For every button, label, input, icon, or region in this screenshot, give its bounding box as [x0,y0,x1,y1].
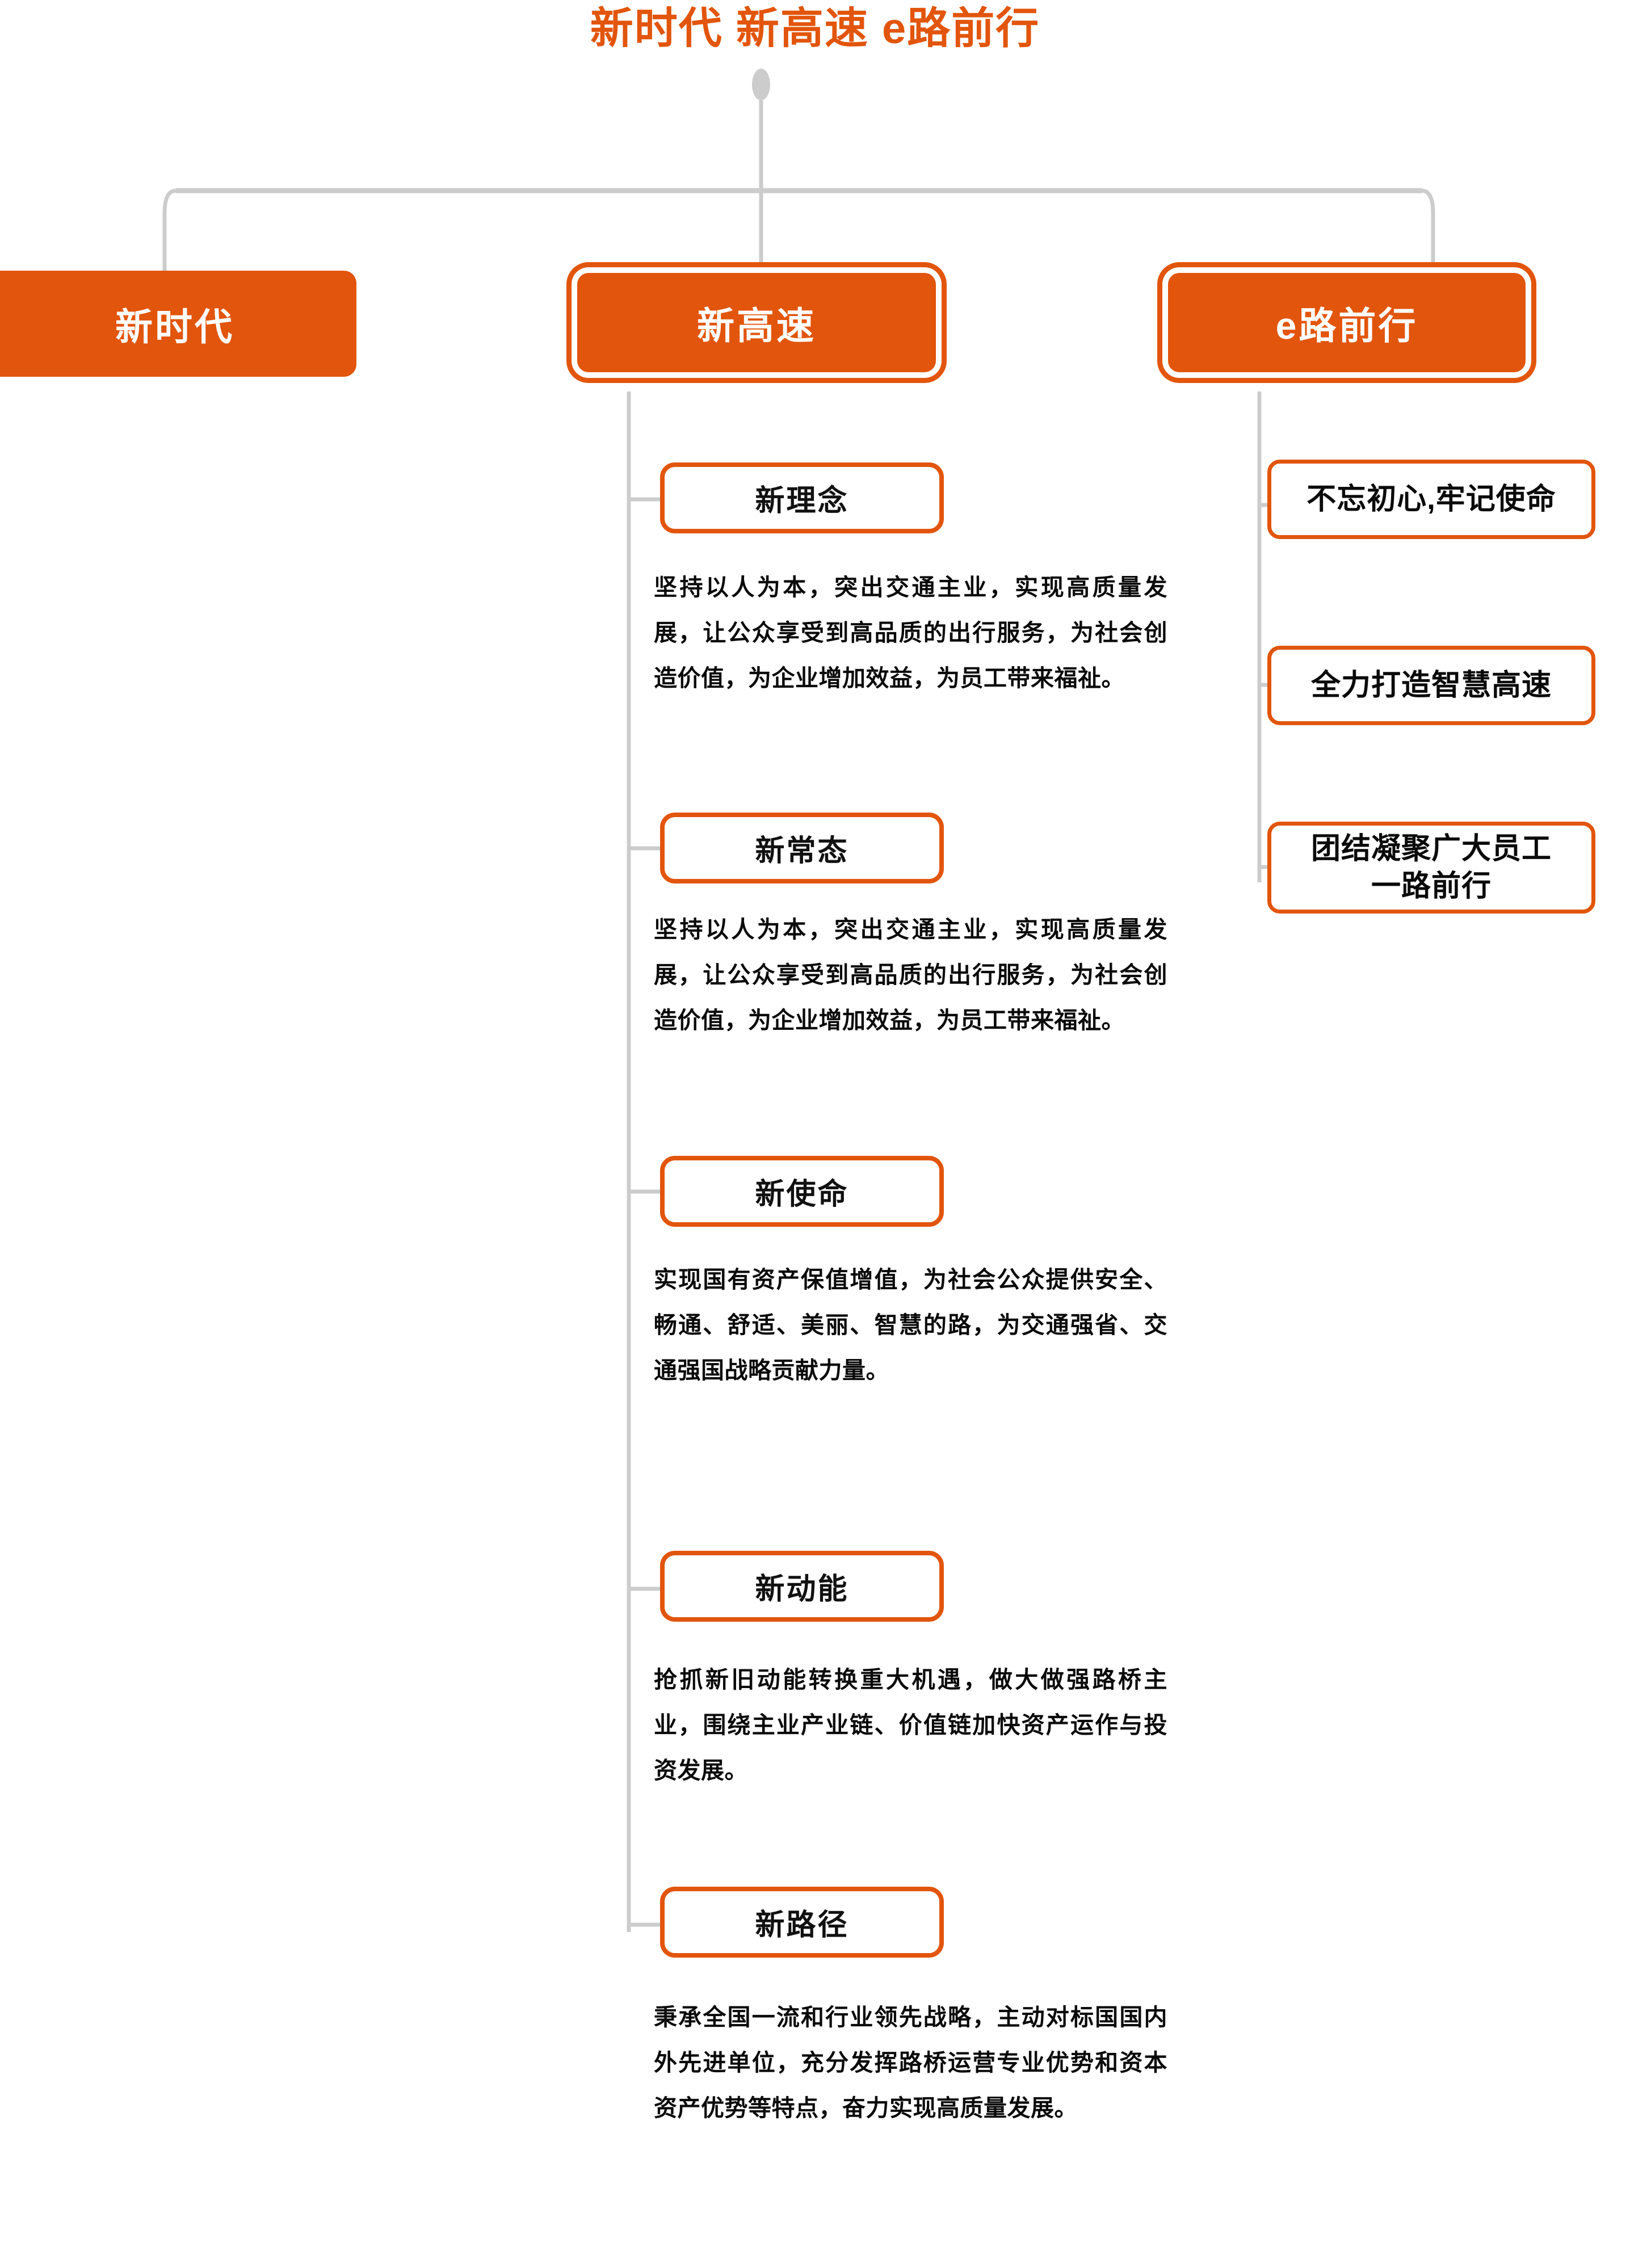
subnode-buwangchuxin[interactable]: 不忘初心,牢记使命 [1267,460,1595,539]
branch-node-xinshidai-label: 新时代 [115,305,234,348]
subnode-xindongneng[interactable]: 新动能 [660,1551,944,1622]
root-node-dot [752,69,770,100]
branch-node-elu[interactable]: e路前行 [1168,273,1526,372]
subnode-xinshiming[interactable]: 新使命 [660,1156,944,1227]
subnode-xinlinian-label: 新理念 [755,485,849,517]
subnode-tuanjienigju[interactable]: 团结凝聚广大员工 一路前行 [1267,822,1595,914]
branch-drop-right [1421,188,1435,273]
subnode-xinchangtai-label: 新常态 [755,835,849,868]
subnode-xinlinian-body: 坚持以人为本，突出交通主业，实现高质量发展，让公众享受到高品质的出行服务，为社会… [654,574,1167,691]
branch-node-elu-label: e路前行 [1275,304,1418,347]
subnode-xinlujing-label: 新路径 [755,1909,849,1942]
subnode-xindongneng-body: 抢抓新旧动能转换重大机遇，做大做强路桥主业，围绕主业产业链、价值链加快资产运作与… [654,1667,1167,1783]
subnode-xinchangtai[interactable]: 新常态 [660,813,944,883]
subnode-xinchangtai-body: 坚持以人为本，突出交通主业，实现高质量发展，让公众享受到高品质的出行服务，为社会… [654,916,1167,1033]
page-title: 新时代 新高速 e路前行 [590,5,1040,53]
subnode-xinlinian[interactable]: 新理念 [660,462,944,533]
branch-node-xingaosu-label: 新高速 [697,304,816,347]
subnode-xinshiming-body: 实现国有资产保值增值，为社会公众提供安全、畅通、舒适、美丽、智慧的路，为交通强省… [654,1266,1167,1383]
subnode-xinshiming-label: 新使命 [755,1178,849,1211]
branch-drop-left [162,188,177,273]
subnode-xinlujing-body: 秉承全国一流和行业领先战略，主动对标国国内外先进单位，充分发挥路桥运营专业优势和… [654,2004,1167,2121]
subnode-zhihuigaosu-label: 全力打造智慧高速 [1310,669,1552,702]
subnode-xinlujing[interactable]: 新路径 [660,1887,944,1958]
subnode-buwangchuxin-label: 不忘初心,牢记使命 [1306,483,1556,516]
branch-node-xingaosu[interactable]: 新高速 [577,273,936,372]
subnode-tuanjienigju-label: 团结凝聚广大员工 一路前行 [1310,832,1552,903]
branch-node-xinshidai[interactable]: 新时代 [0,271,356,377]
subnode-zhihuigaosu[interactable]: 全力打造智慧高速 [1267,646,1595,725]
subnode-xindongneng-label: 新动能 [755,1573,849,1606]
